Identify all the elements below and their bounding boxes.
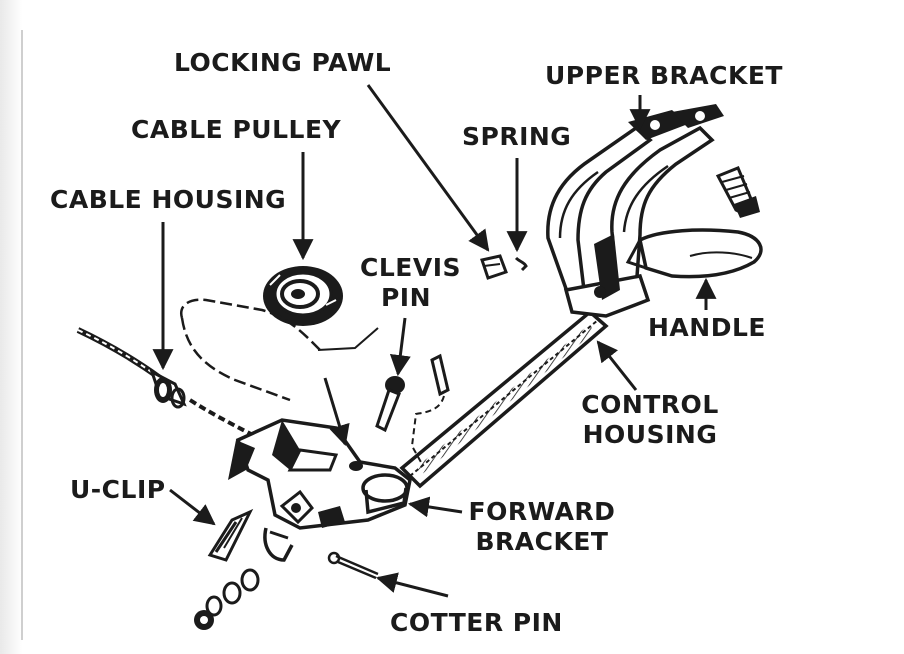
arrow-forward-bracket [407, 496, 463, 518]
cable-housing-part [149, 368, 187, 409]
upper-bracket-part [546, 104, 724, 318]
cotter-pin-part [327, 551, 379, 580]
retainer-pin-part [410, 353, 450, 465]
label-control-housing-line1: CONTROL [581, 390, 719, 419]
cable-pulley-part [263, 266, 343, 326]
label-forward-bracket-line2: BRACKET [475, 527, 609, 556]
label-cable-housing: CABLE HOUSING [50, 185, 287, 214]
label-u-clip: U-CLIP [70, 475, 166, 504]
arrow-u-clip [169, 488, 216, 526]
washers-and-nut [194, 568, 260, 630]
label-cable-pulley: CABLE PULLEY [131, 115, 342, 144]
handle-part [625, 228, 763, 279]
locking-pawl-part [480, 254, 508, 280]
page-edge-shadow [0, 0, 22, 654]
label-cotter-pin: COTTER PIN [390, 608, 563, 637]
label-clevis-pin-line1: CLEVIS [360, 253, 462, 282]
spring-part [514, 256, 528, 272]
label-locking-pawl: LOCKING PAWL [174, 48, 392, 77]
label-control-housing: CONTROL HOUSING [570, 390, 730, 450]
label-forward-bracket: FORWARD BRACKET [462, 497, 622, 557]
forward-bracket-part [228, 418, 412, 562]
label-control-housing-line2: HOUSING [582, 420, 718, 449]
phantom-cable-outline [179, 298, 379, 402]
arrow-phantom-bracket [323, 377, 350, 447]
u-clip-part [207, 508, 254, 562]
label-upper-bracket: UPPER BRACKET [545, 61, 783, 90]
label-clevis-pin: CLEVIS PIN [360, 253, 462, 313]
control-housing-part [399, 309, 609, 489]
label-forward-bracket-line1: FORWARD [468, 497, 616, 526]
label-handle: HANDLE [648, 313, 766, 342]
clevis-pin-part [375, 376, 405, 433]
bolt-part [715, 166, 760, 218]
page-edge-line [21, 30, 23, 640]
arrow-control-housing [596, 340, 638, 391]
leader-arrows [152, 84, 717, 598]
arrow-locking-pawl [366, 84, 490, 252]
arrow-cotter-pin [375, 572, 449, 598]
label-clevis-pin-line2: PIN [380, 283, 432, 312]
arrow-clevis-pin [389, 317, 411, 377]
label-spring: SPRING [462, 122, 572, 151]
